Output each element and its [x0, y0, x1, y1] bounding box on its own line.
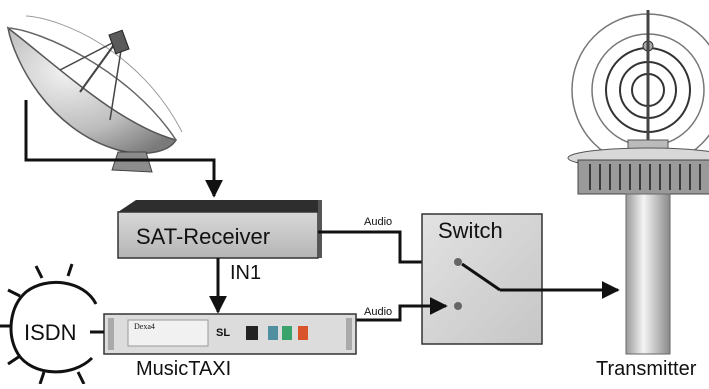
sat-receiver-box [117, 200, 322, 259]
musictaxi-device [103, 313, 357, 355]
audio-top-label: Audio [364, 216, 393, 228]
switch-label: Switch [438, 218, 503, 243]
transmitter-label: Transmitter [596, 358, 697, 380]
musictaxi-label: MusicTAXI [136, 358, 232, 380]
dish-to-receiver-line [24, 100, 223, 198]
device-model-label: SL [216, 327, 231, 339]
isdn-label: ISDN [24, 320, 77, 345]
in1-label: IN1 [230, 262, 262, 284]
transmitter-tower-icon [567, 10, 709, 355]
satellite-dish-icon [6, 15, 183, 173]
isdn-network-icon [0, 263, 104, 385]
switch-box [421, 213, 543, 345]
audio-bottom-label: Audio [364, 306, 393, 318]
device-brand-label: Dexa4 [134, 322, 155, 331]
audio-line-bottom [356, 297, 448, 322]
sat-receiver-label: SAT-Receiver [136, 224, 271, 249]
